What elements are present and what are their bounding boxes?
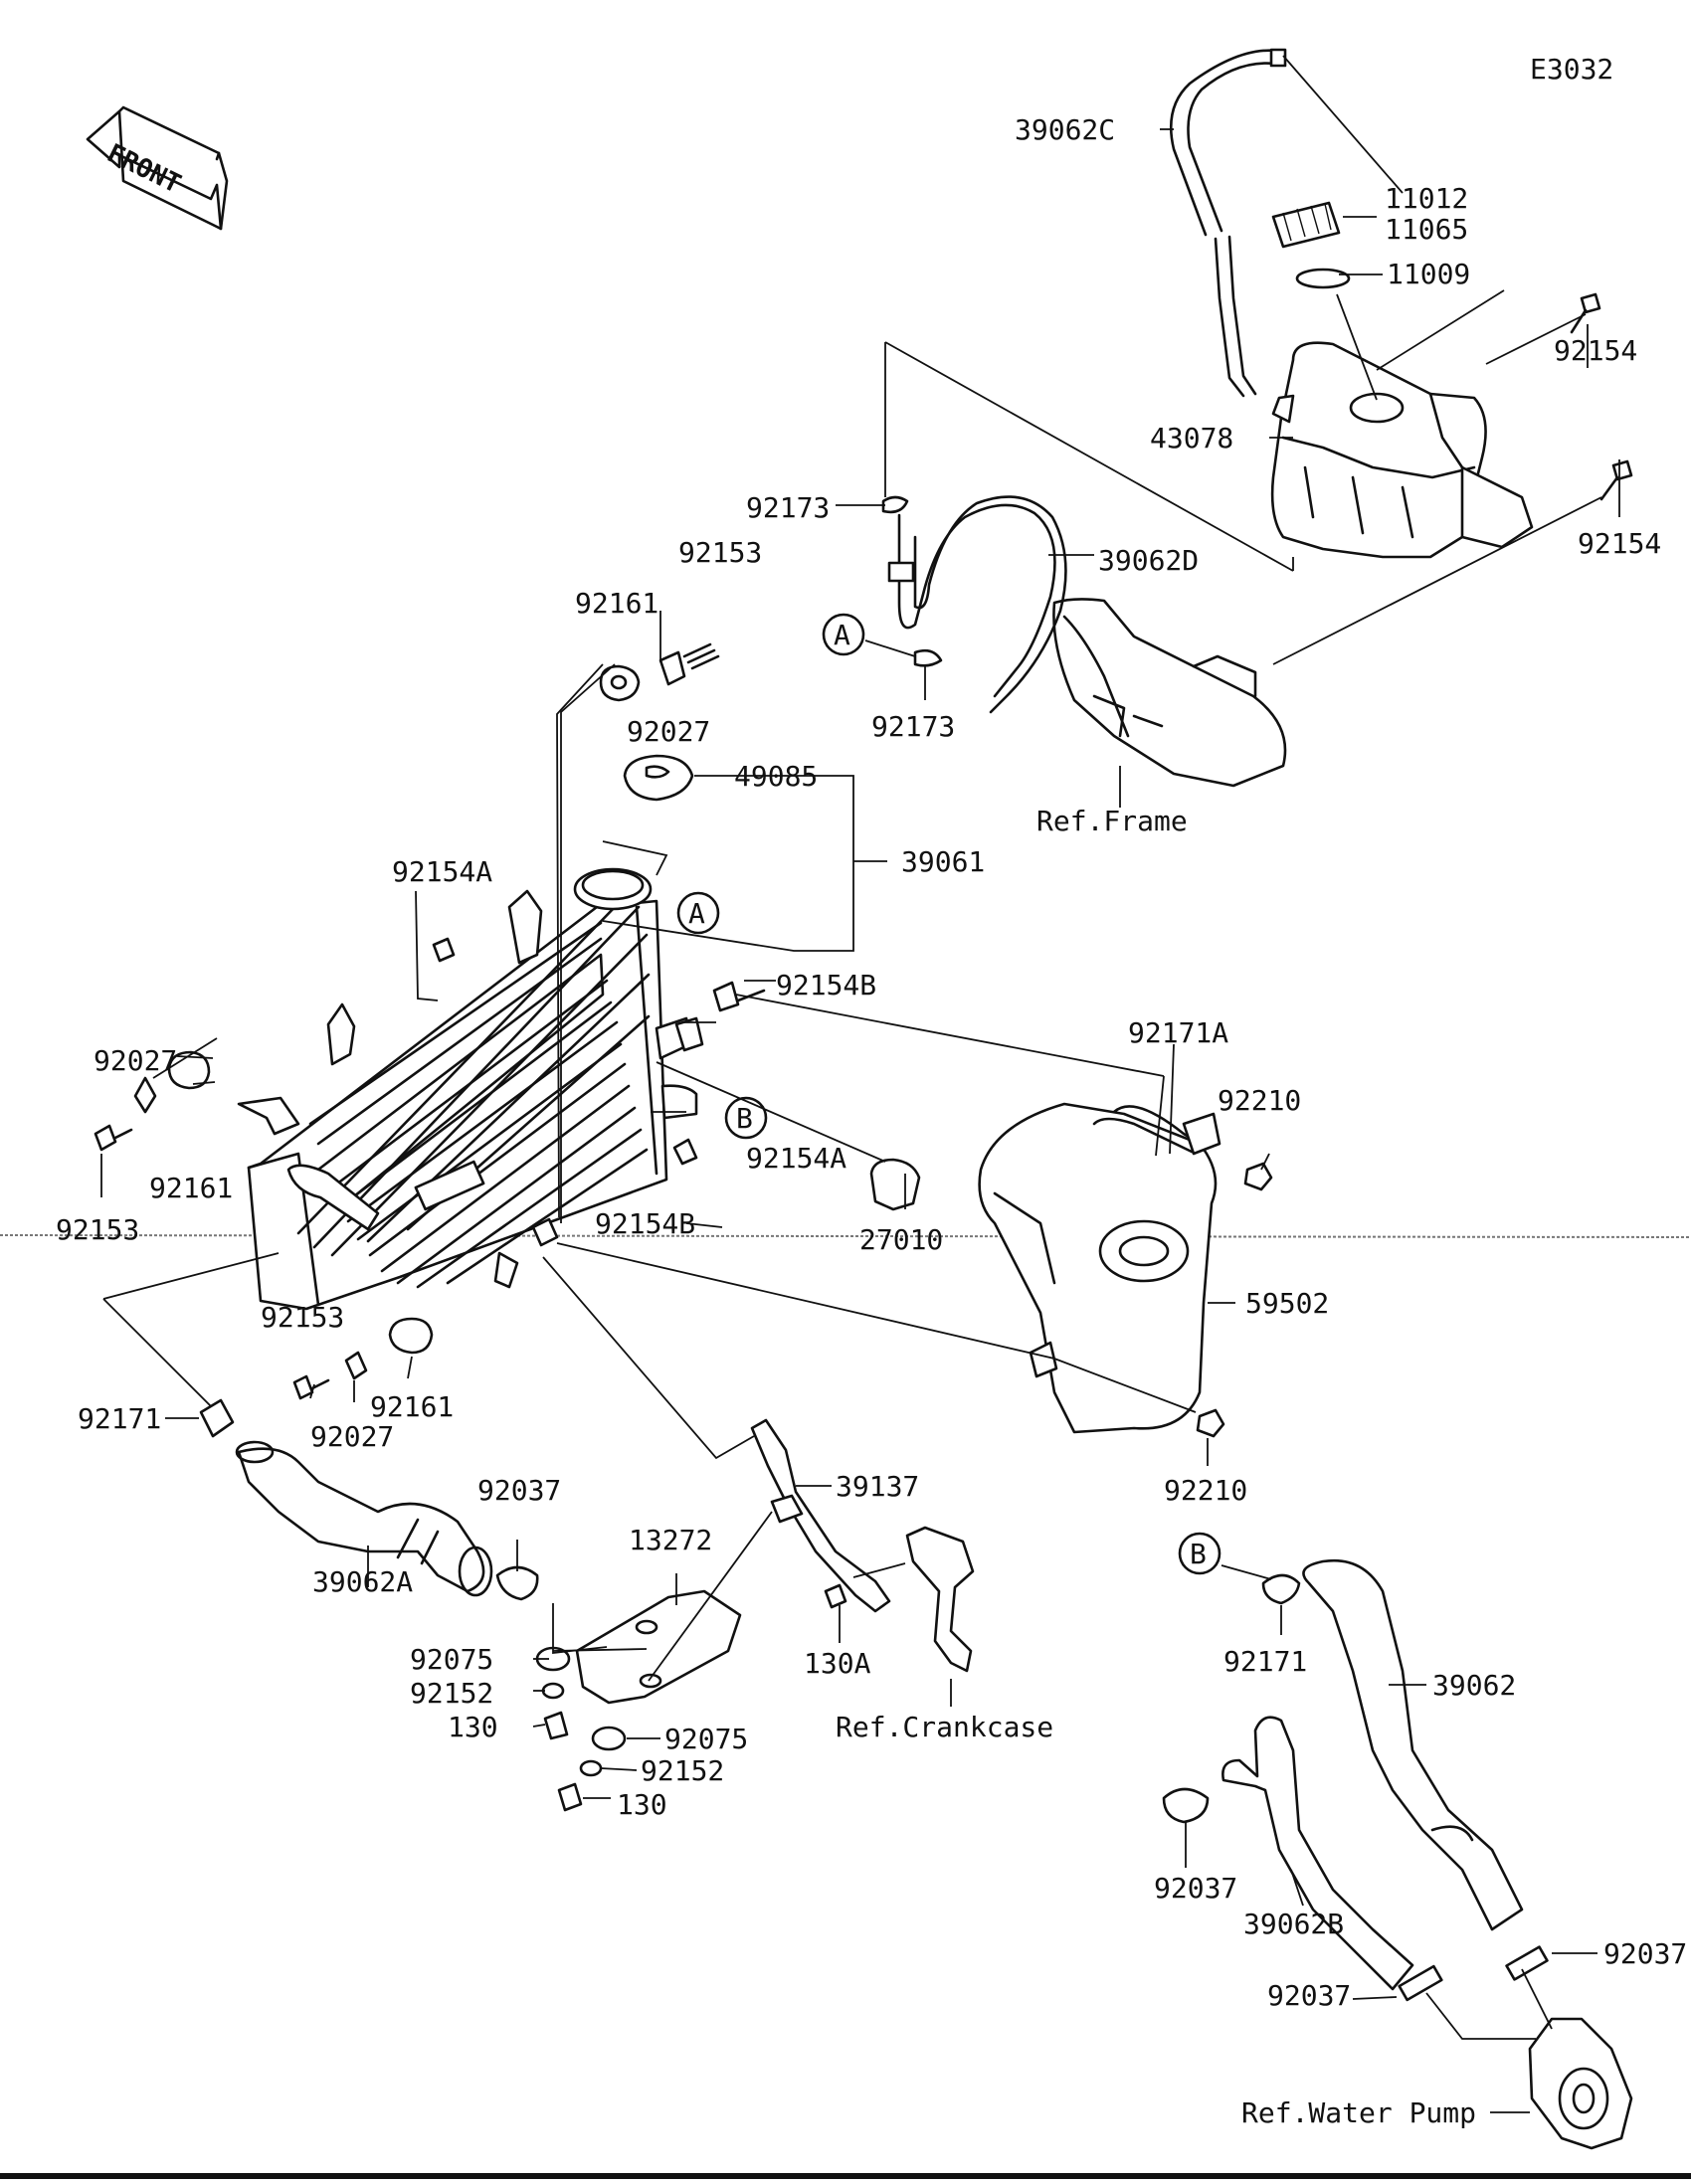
svg-text:B: B [736,1102,753,1135]
plug-92037-br [1505,1945,1549,1981]
ref-frame: Ref.Frame [1036,805,1188,837]
part-labels: 39062C 11012 11065 11009 43078 92154 921… [56,113,1687,2012]
leader-lines-top [836,55,1620,808]
label-92075-a: 92075 [410,1643,493,1676]
clip-92173-top [881,495,909,514]
label-92161-top: 92161 [575,587,658,620]
bolt-92154-top [1570,292,1601,334]
label-39137: 39137 [836,1470,919,1503]
svg-text:B: B [1190,1538,1207,1570]
reservoir-tank-43078 [1270,341,1534,559]
hose-39062b [1221,1716,1414,1991]
circle-marker-a-radiator: A [676,891,720,935]
label-92027-top: 92027 [627,715,710,748]
label-92037-left: 92037 [477,1474,561,1507]
label-92027-left: 92027 [94,1044,177,1077]
label-92152-b: 92152 [641,1754,724,1787]
label-92037-bl: 92037 [1267,1979,1351,2012]
overflow-hose-39062d [887,495,1067,714]
label-92037-br: 92037 [1603,1937,1687,1970]
hose-39062 [1302,1558,1524,1931]
label-39062b: 39062B [1243,1908,1344,1940]
radiator-39061 [237,867,698,1311]
label-11012: 11012 [1385,182,1468,215]
label-92161-left: 92161 [149,1172,233,1204]
label-130-a: 130 [448,1711,498,1743]
label-92154a-top: 92154A [392,855,492,888]
circle-marker-b-radiator: B [724,1096,768,1140]
ref-water-pump: Ref.Water Pump [1241,2096,1476,2129]
label-13272: 13272 [629,1524,712,1556]
label-39062a: 39062A [312,1565,413,1598]
label-39062: 39062 [1432,1669,1516,1702]
label-39061: 39061 [901,845,985,878]
scan-line [0,1234,1691,1238]
label-92173-bottom: 92173 [871,710,955,743]
gasket-11009 [1295,268,1351,289]
label-92173-top: 92173 [746,491,830,524]
label-130a: 130A [804,1647,871,1680]
label-92210-bottom: 92210 [1164,1474,1247,1507]
label-92027-mid: 92027 [310,1420,394,1453]
hose-39062a [235,1440,493,1597]
crankcase-bracket [905,1526,975,1673]
label-92037-mid: 92037 [1154,1872,1237,1905]
fan-59502 [978,1102,1221,1434]
bolt-92154-right [1599,459,1633,501]
nut-92210-top [1243,1162,1273,1191]
plug-92037-bl [1398,1964,1443,2002]
cap-center-icon [645,765,670,779]
label-92154-top: 92154 [1554,334,1637,367]
label-92153-left: 92153 [56,1213,139,1246]
label-92153-top: 92153 [678,536,762,569]
nut-92210-bottom [1196,1408,1225,1438]
reservoir-hose-39062c [1170,48,1287,398]
label-92210-top: 92210 [1218,1084,1301,1117]
bolt-130a [824,1583,847,1609]
label-39062d: 39062D [1098,544,1199,577]
circle-marker-a-top: A [822,613,865,656]
label-92154b-mid: 92154B [595,1207,695,1240]
fasteners-plate [535,1646,627,1812]
label-59502: 59502 [1245,1287,1329,1320]
label-49085: 49085 [734,760,818,793]
label-27010: 27010 [859,1223,943,1256]
reservoir-cap-11012 [1271,201,1341,249]
label-43078: 43078 [1150,422,1233,455]
switch-27010 [869,1158,921,1211]
label-92154-right: 92154 [1578,527,1661,560]
label-92075-b: 92075 [664,1723,748,1755]
front-arrow-icon: FRONT [86,105,229,231]
label-11065: 11065 [1385,213,1468,246]
diagram-code: E3032 [1530,53,1613,86]
bracket-39137 [750,1418,891,1613]
label-11009: 11009 [1387,258,1470,290]
leader-lines-lower [100,611,1597,2113]
frame-reference [1052,598,1287,788]
svg-text:A: A [688,897,705,930]
circle-marker-b-hose: B [1178,1532,1221,1575]
clamp-92171-left [199,1398,235,1438]
clamp-92037-left [495,1565,539,1601]
reference-labels: Ref.Frame Ref.Crankcase Ref.Water Pump [836,805,1476,2129]
label-92161-mid: 92161 [370,1390,454,1423]
label-92154a-mid: 92154A [746,1142,846,1175]
label-92153-mid: 92153 [261,1301,344,1334]
label-92171-left: 92171 [78,1402,161,1435]
label-92171a: 92171A [1128,1016,1228,1049]
svg-text:A: A [834,619,850,651]
ref-crankcase: Ref.Crankcase [836,1711,1053,1743]
clip-92173-bottom [913,648,943,667]
label-92154b-top: 92154B [776,969,876,1001]
water-pump-reference [1528,2017,1633,2150]
label-130-b: 130 [617,1788,667,1821]
label-92152-a: 92152 [410,1677,493,1710]
clamp-92037-mid [1162,1787,1210,1824]
clamp-92171-right [1261,1573,1301,1605]
label-92171-right: 92171 [1223,1645,1307,1678]
label-39062c: 39062C [1015,113,1115,146]
plate-13272 [575,1589,742,1705]
